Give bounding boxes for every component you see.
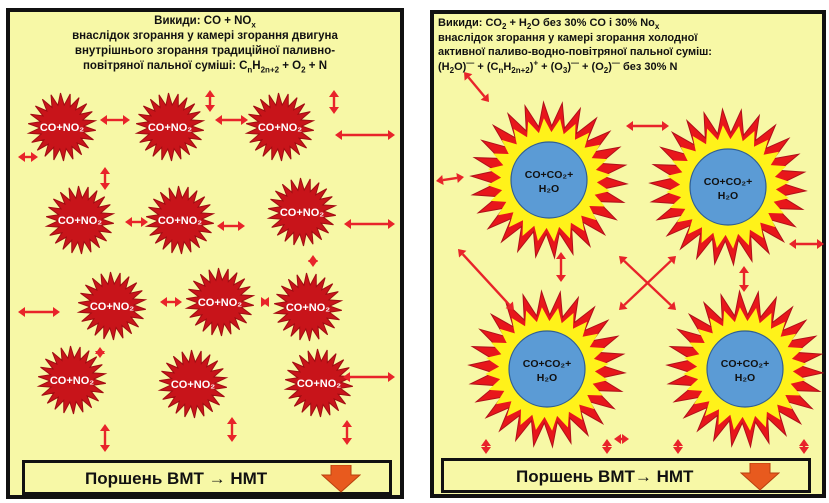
right-title-line3: активної паливо-водно-повітряної пальної… xyxy=(438,46,712,58)
double-arrow xyxy=(18,307,60,317)
left-panel: Викиди: CO + NOx внаслідок згорання у ка… xyxy=(6,8,404,499)
double-arrow xyxy=(329,90,339,114)
emission-burst: CO+NO₂ xyxy=(76,271,148,341)
burst-label-line2: H₂O xyxy=(718,190,738,202)
double-arrow xyxy=(436,173,464,185)
burst-label-line1: CO+CO₂+ xyxy=(721,358,769,370)
burst-label-line2: H₂O xyxy=(537,372,557,384)
double-arrow xyxy=(308,255,318,267)
left-title-line1: Викиди: CO + NOx xyxy=(154,15,256,30)
burst-label: CO+NO₂ xyxy=(297,378,341,390)
right-piston-box: Поршень ВМТ→ НМТ xyxy=(441,458,811,493)
burst-label: CO+NO₂ xyxy=(148,122,192,134)
down-arrow-icon xyxy=(740,463,780,491)
left-title-line4: повітряної пальної суміші: CnH2n+2 + O2 … xyxy=(82,60,328,75)
right-title-line2: внаслідок згорання у камері згорання хол… xyxy=(438,31,698,44)
double-arrow xyxy=(100,115,130,125)
down-arrow-icon xyxy=(321,465,361,493)
emission-burst: CO+NO₂ xyxy=(26,92,98,162)
double-arrow xyxy=(481,439,491,454)
double-arrow xyxy=(789,239,824,249)
burst-label: CO+NO₂ xyxy=(171,379,215,391)
double-arrow xyxy=(205,90,215,112)
burst-label: CO+NO₂ xyxy=(280,207,324,219)
left-title: Викиди: CO + NOx внаслідок згорання у ка… xyxy=(16,14,394,74)
left-title-line3: внутрішнього згорання традиційної паливн… xyxy=(74,45,336,57)
emission-burst: CO+NO₂ xyxy=(266,177,338,247)
double-arrow xyxy=(673,439,683,454)
double-arrow xyxy=(602,439,612,454)
left-piston-box: Поршень ВМТ → НМТ xyxy=(22,460,392,495)
double-arrow xyxy=(100,167,110,190)
emission-burst: CO+NO₂ xyxy=(144,185,216,255)
emission-sun-burst: CO+CO₂+ H₂O xyxy=(469,100,629,260)
right-diagram: CO+CO₂+ H₂O CO+CO₂+ H₂O CO+CO₂+ H₂O CO+CO₂+ H₂O xyxy=(436,72,824,454)
emission-burst: CO+NO₂ xyxy=(36,345,108,415)
double-arrow xyxy=(626,121,669,131)
double-arrow xyxy=(739,266,749,292)
right-title-line1: Викиди: CO2 + H2O без 30% CO і 30% Nox xyxy=(438,17,660,32)
burst-label-line1: CO+CO₂+ xyxy=(525,169,573,181)
burst-label-line1: CO+CO₂+ xyxy=(704,176,752,188)
double-arrow xyxy=(458,249,514,310)
burst-label: CO+NO₂ xyxy=(50,375,94,387)
right-piston-label: Поршень ВМТ→ НМТ xyxy=(516,467,694,486)
double-arrow xyxy=(95,347,105,358)
left-diagram: CO+NO₂ CO+NO₂ CO+NO₂ CO+NO₂ CO+NO₂ CO+NO₂ CO+N… xyxy=(18,90,395,452)
double-arrow xyxy=(614,434,629,444)
emission-burst: CO+NO₂ xyxy=(283,348,355,418)
burst-label: CO+NO₂ xyxy=(90,301,134,313)
double-arrow xyxy=(261,297,269,307)
right-panel: Викиди: CO2 + H2O без 30% CO і 30% Nox в… xyxy=(430,10,826,498)
double-arrow xyxy=(799,439,809,454)
burst-label-line1: CO+CO₂+ xyxy=(523,358,571,370)
right-title-line4: (H2O)— + (CnH2n+2)+ + (O3)— + (O2)— без … xyxy=(438,57,678,75)
emission-burst: CO+NO₂ xyxy=(184,267,256,337)
double-arrow xyxy=(556,252,566,282)
double-arrow xyxy=(160,297,182,307)
emission-burst: CO+NO₂ xyxy=(272,272,344,342)
emission-sun-burst: CO+CO₂+ H₂O xyxy=(648,107,808,267)
emission-burst: CO+NO₂ xyxy=(134,92,206,162)
double-arrow xyxy=(100,424,110,452)
double-arrow xyxy=(335,130,395,140)
burst-label: CO+NO₂ xyxy=(286,302,330,314)
double-arrow xyxy=(619,256,676,310)
emission-burst: CO+NO₂ xyxy=(157,349,229,419)
emission-burst: CO+NO₂ xyxy=(44,185,116,255)
burst-label: CO+NO₂ xyxy=(58,215,102,227)
double-arrow xyxy=(18,152,38,162)
burst-label: CO+NO₂ xyxy=(258,122,302,134)
double-arrow xyxy=(342,420,352,445)
emission-sun-burst: CO+CO₂+ H₂O xyxy=(665,289,824,449)
burst-label-line2: H₂O xyxy=(539,183,559,195)
double-arrow xyxy=(343,372,395,382)
right-title: Викиди: CO2 + H2O без 30% CO і 30% Nox в… xyxy=(438,16,818,74)
burst-label-line2: H₂O xyxy=(735,372,755,384)
double-arrow xyxy=(344,219,395,229)
left-title-line2: внаслідок згорання у камері згорання дви… xyxy=(72,30,338,42)
burst-label: CO+NO₂ xyxy=(40,122,84,134)
double-arrow xyxy=(464,72,489,102)
emission-burst: CO+NO₂ xyxy=(244,92,316,162)
left-piston-label: Поршень ВМТ → НМТ xyxy=(85,469,268,488)
double-arrow xyxy=(227,417,237,442)
emission-sun-burst: CO+CO₂+ H₂O xyxy=(467,289,627,449)
burst-label: CO+NO₂ xyxy=(198,297,242,309)
double-arrow xyxy=(217,221,245,231)
double-arrow xyxy=(125,217,148,227)
double-arrow xyxy=(215,115,248,125)
burst-label: CO+NO₂ xyxy=(158,215,202,227)
